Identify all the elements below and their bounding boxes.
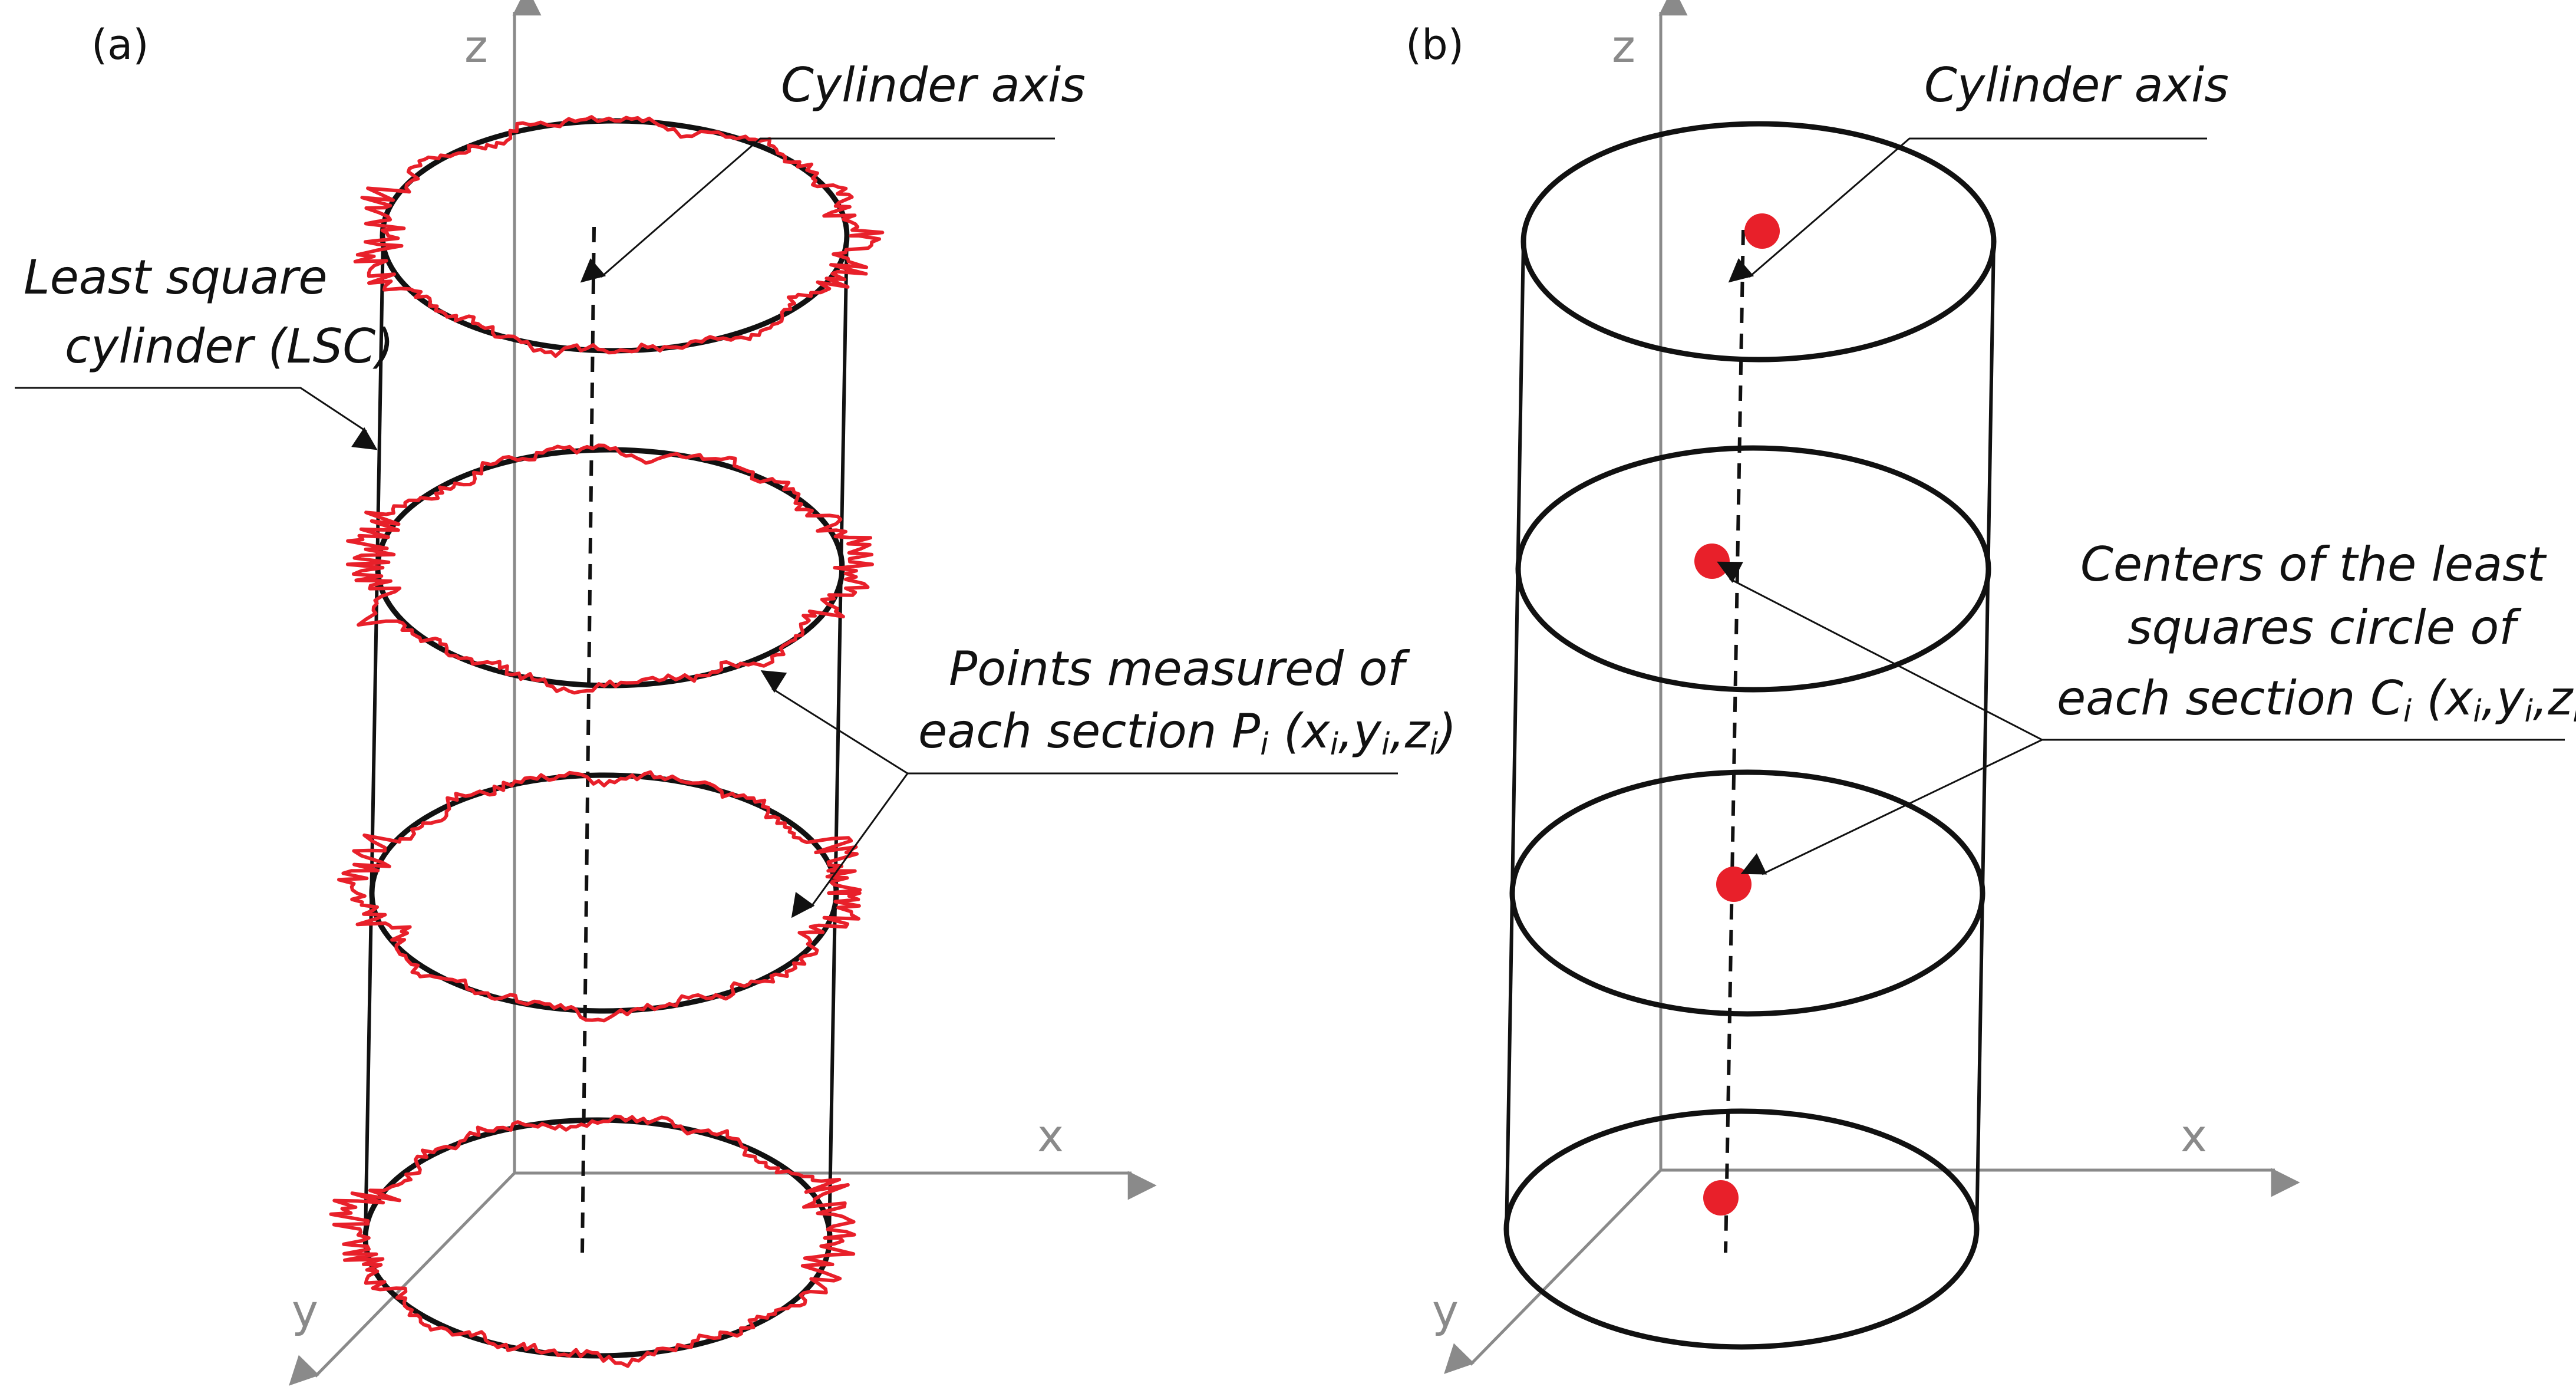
panel-a-annotation-cylinder-axis: Cylinder axis [580, 58, 1086, 283]
panel-a-annotation-lsc: Least square cylinder (LSC) [15, 250, 394, 450]
panel-a-z-label: z [464, 20, 488, 73]
panel-b-cylinder-left-side [1505, 241, 1525, 1236]
center-point-section-1 [1744, 213, 1780, 249]
panel-b-annotation-cylinder-axis: Cylinder axis [1728, 58, 2229, 283]
panel-a-lsc-text-line1: Least square [24, 250, 328, 305]
panel-b-cylinder-axis-leader [1728, 137, 2207, 283]
panel-a-measured-profiles [329, 115, 885, 1368]
panel-b-section-3 [1509, 769, 1985, 1017]
panel-b-annotation-centers: Centers of the least squares circle of e… [1717, 537, 2576, 875]
panel-b-centers-text-line2: squares circle of [2128, 600, 2522, 655]
panel-b: (b) z x y Cylinder [1406, 0, 2576, 1374]
panel-a-cylinder-axis-line [580, 226, 596, 1253]
panel-b-centers-text-line3: each section Ci (xi,yi,zi) [2057, 671, 2576, 729]
panel-a-points-text-line2: each section Pi (xi,yi,zi) [918, 704, 1456, 762]
panel-a-points-text-line1: Points measured of [949, 641, 1410, 696]
panel-b-label: (b) [1406, 21, 1464, 69]
panel-a: (a) z x y Cylinder [15, 0, 1456, 1386]
panel-a-x-label: x [1037, 1109, 1064, 1162]
measured-profile-section-4 [329, 1114, 856, 1368]
panel-b-cylinder [1503, 121, 1997, 1350]
measured-profile-section-1 [353, 115, 885, 358]
panel-b-section-4 [1503, 1108, 1980, 1350]
center-point-section-4 [1703, 1180, 1739, 1216]
panel-a-points-each-section-text: each section P [918, 704, 1261, 759]
panel-b-cylinder-axis-text: Cylinder axis [1924, 58, 2229, 113]
panel-b-z-label: z [1612, 20, 1635, 73]
panel-a-label: (a) [91, 21, 149, 69]
panel-a-y-label: y [292, 1284, 318, 1337]
panel-b-cylinder-right-side [1975, 241, 1996, 1236]
center-point-section-3 [1716, 867, 1752, 902]
panel-b-y-axis [1444, 1169, 1662, 1374]
panel-a-cylinder-axis-text: Cylinder axis [781, 58, 1086, 113]
panel-a-section-4 [362, 1117, 833, 1359]
panel-b-y-label: y [1432, 1284, 1459, 1337]
panel-b-x-label: x [2181, 1109, 2207, 1162]
panel-b-centers-leader-lower [1740, 739, 2043, 875]
measured-profile-section-3 [337, 770, 862, 1023]
panel-b-section-1 [1520, 121, 1997, 363]
panel-a-lsc-text-line2: cylinder (LSC) [65, 319, 394, 374]
panel-a-points-leader-lower [791, 773, 909, 918]
panel-b-centers-each-section-text: each section C [2057, 671, 2403, 726]
panel-b-section-2 [1515, 445, 1991, 693]
panel-b-cylinder-axis-line [1724, 229, 1745, 1253]
panel-b-centers-text-line1: Centers of the least [2080, 537, 2547, 592]
panel-a-cylinder-axis-leader [580, 137, 1055, 283]
panel-a-cylinder-right-side [827, 235, 849, 1239]
measured-profile-section-2 [345, 443, 874, 695]
panel-b-section-centers [1694, 213, 1780, 1216]
panel-a-y-axis [289, 1172, 516, 1386]
panel-a-coordinate-axes: z x y [289, 0, 1157, 1386]
panel-b-coordinate-axes: z x y [1432, 0, 2300, 1374]
panel-a-cylinder-left-side [364, 235, 385, 1239]
panel-a-lsc-leader [15, 387, 378, 450]
panel-a-annotation-points: Points measured of each section Pi (xi,y… [760, 641, 1456, 918]
center-point-section-2 [1694, 544, 1730, 579]
